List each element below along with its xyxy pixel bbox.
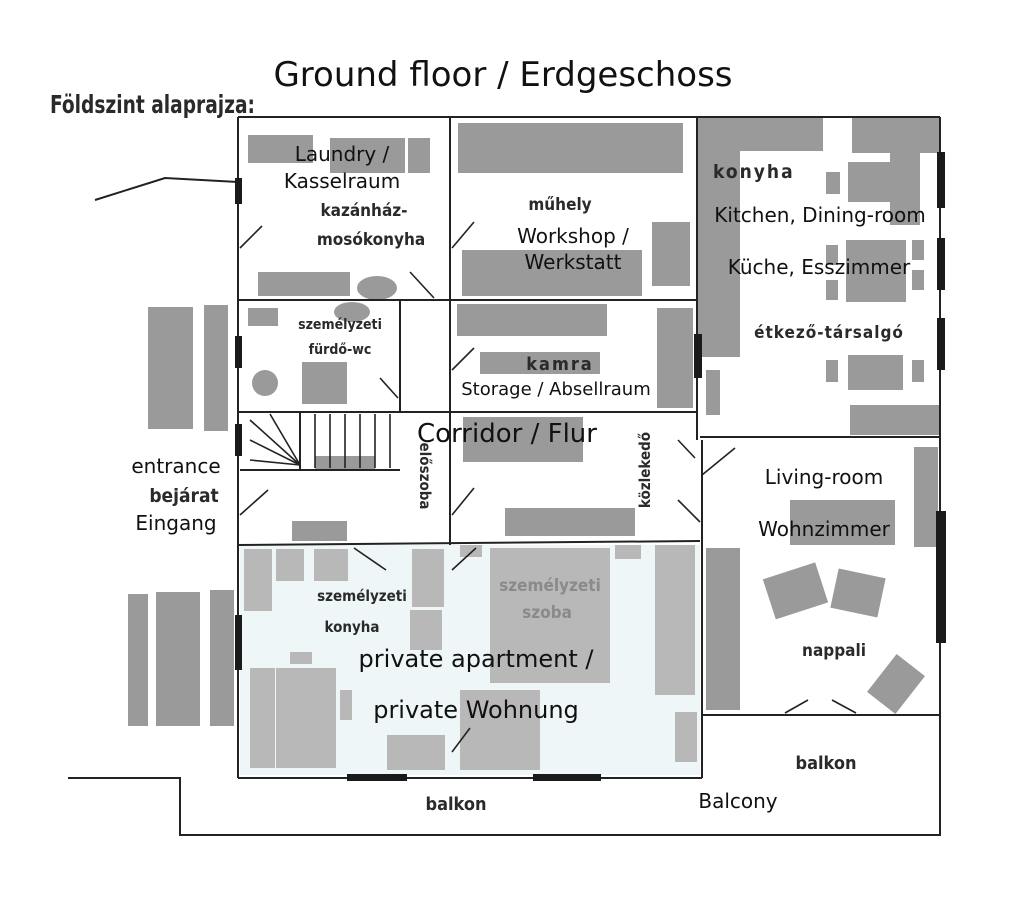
apartment-kitchen-label-1: személyzeti	[317, 587, 407, 605]
corridor-label-hu2: közlekedő	[636, 432, 654, 508]
storage-label-en-de: Storage / Absellraum	[461, 379, 651, 400]
living-label-hu: nappali	[802, 641, 866, 661]
laundry-label-de: Kasselraum	[284, 169, 400, 193]
corridor-label: Corridor / Flur	[417, 419, 597, 449]
windows	[235, 152, 946, 781]
apartment-kitchen-label-2: konyha	[325, 618, 380, 636]
apartment-room-label-1: személyzeti	[499, 576, 601, 596]
staff-bath-label-1: személyzeti	[298, 317, 382, 333]
balcony-label-left: balkon	[425, 794, 486, 815]
living-label-de: Wohnzimmer	[758, 517, 891, 541]
laundry-label-hu-2: mosókonyha	[317, 230, 425, 250]
furniture	[128, 116, 940, 770]
doors	[239, 221, 857, 753]
living-label-en: Living-room	[765, 465, 883, 489]
kitchen-label-hu: konyha	[713, 161, 795, 183]
workshop-label-en: Workshop /	[517, 224, 629, 248]
laundry-label-en: Laundry /	[295, 142, 390, 166]
apartment-label-de: private Wohnung	[373, 696, 579, 724]
entrance-label-en: entrance	[131, 454, 220, 478]
workshop-label-de: Werkstatt	[525, 250, 622, 274]
staircase	[249, 413, 391, 468]
kitchen-label-de: Küche, Esszimmer	[728, 255, 911, 279]
entrance-label-hu: bejárat	[149, 485, 218, 507]
hungarian-title: Földszint alaprajza:	[50, 90, 255, 119]
apartment-label-en: private apartment /	[359, 645, 595, 673]
balcony-label-en: Balcony	[698, 789, 777, 813]
storage-label-hu: kamra	[526, 354, 593, 375]
kitchen-label-hu2: étkező-társalgó	[754, 323, 904, 343]
apartment-room-label-2: szoba	[522, 603, 572, 623]
entrance-label-de: Eingang	[135, 511, 216, 535]
kitchen-label-en: Kitchen, Dining-room	[714, 203, 925, 227]
page-title: Ground floor / Erdgeschoss	[273, 55, 732, 95]
corridor-label-hu: előszoba	[416, 443, 434, 510]
workshop-label-hu: műhely	[528, 195, 591, 215]
balcony-label-right: balkon	[795, 753, 856, 774]
staff-bath-label-2: fürdő-wc	[309, 342, 372, 358]
laundry-label-hu-1: kazánház-	[320, 201, 407, 221]
